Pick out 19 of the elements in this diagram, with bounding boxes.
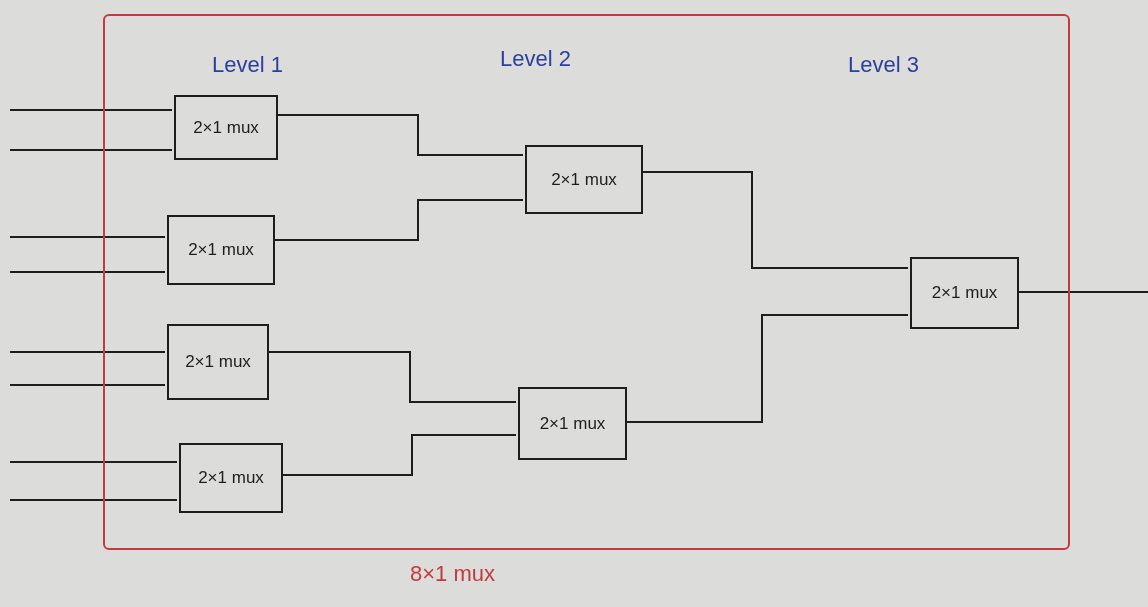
mux-box: 2×1 mux: [167, 324, 269, 400]
level-label: Level 1: [212, 51, 283, 79]
level-label: Level 2: [500, 45, 571, 73]
mux-box: 2×1 mux: [174, 95, 278, 160]
group-label: 8×1 mux: [410, 560, 495, 588]
mux-box: 2×1 mux: [910, 257, 1019, 329]
wire: [9, 271, 166, 273]
wire: [9, 461, 178, 463]
wire: [9, 236, 166, 238]
mux-box: 2×1 mux: [525, 145, 643, 214]
level-label: Level 3: [848, 51, 919, 79]
wire: [9, 351, 166, 353]
mux-box: 2×1 mux: [167, 215, 275, 285]
mux-box: 2×1 mux: [518, 387, 627, 460]
wire: [9, 109, 173, 111]
mux-box: 2×1 mux: [179, 443, 283, 513]
wire: [9, 499, 178, 501]
wire: [9, 149, 173, 151]
wire: [9, 384, 166, 386]
